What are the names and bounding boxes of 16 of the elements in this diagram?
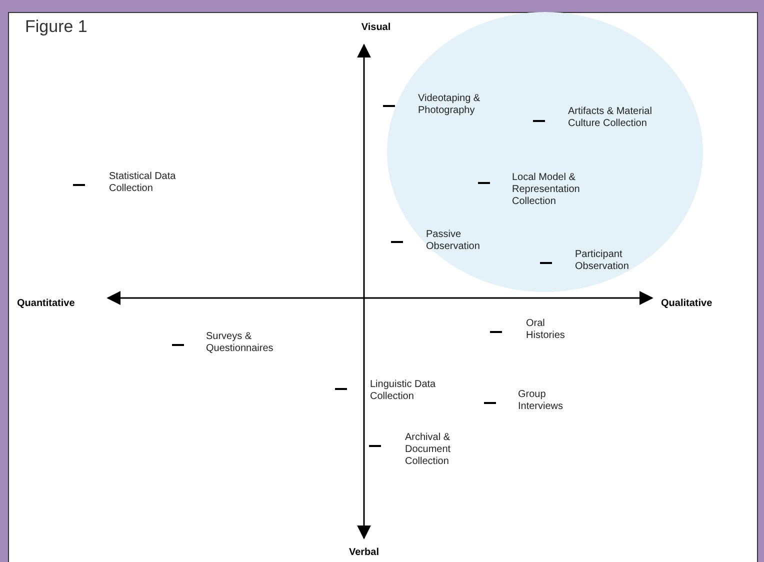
method-label: Local Model & Representation Collection [512, 172, 581, 208]
method-label: Archival & Document Collection [405, 432, 452, 468]
method-label: Group Interviews [518, 389, 564, 413]
method-label: Videotaping & Photography [418, 93, 482, 117]
axis-label: Verbal [348, 547, 380, 559]
method-label: Statistical Data Collection [109, 171, 177, 195]
method-label: Artifacts & Material Culture Collection [568, 106, 653, 130]
method-label: Surveys & Questionnaires [206, 331, 274, 355]
axis-label: Visual [360, 22, 392, 34]
method-label: Participant Observation [575, 249, 630, 273]
figure-title: Figure 1 [25, 16, 88, 38]
method-label: Passive Observation [426, 229, 481, 253]
method-label: Oral Histories [526, 318, 566, 342]
method-label: Linguistic Data Collection [370, 379, 437, 403]
axis-label: Quantitative [17, 298, 76, 310]
axis-label: Qualitative [661, 298, 714, 310]
